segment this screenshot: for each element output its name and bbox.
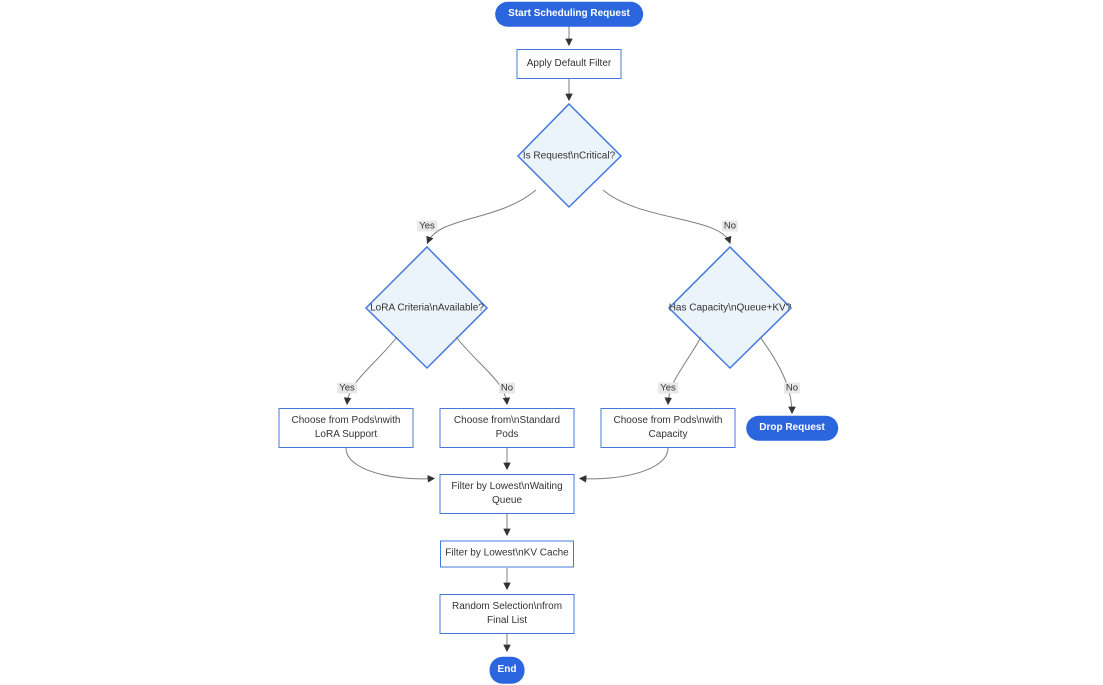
node-end: End xyxy=(489,656,525,684)
edge-critical-yes xyxy=(426,189,537,245)
edge-lora-no xyxy=(455,336,511,406)
node-has-capacity-label: Has Capacity\nQueue+KV? xyxy=(668,302,792,314)
edge-capacity-no xyxy=(759,336,796,415)
node-choose-standard-pods: Choose from\nStandard Pods xyxy=(439,408,575,448)
edge-label-capacity-no: No xyxy=(783,382,801,394)
node-is-critical-label: Is Request\nCritical? xyxy=(522,150,616,162)
decision-diamond-is-critical xyxy=(516,102,623,209)
edge-capacity-pods-to-waiting xyxy=(578,447,669,483)
edge-label-lora-yes: Yes xyxy=(337,382,357,394)
edge-lora-pods-to-waiting xyxy=(345,447,436,483)
node-apply-default-filter: Apply Default Filter xyxy=(516,49,622,79)
node-random-selection: Random Selection\nfrom Final List xyxy=(439,594,575,634)
edge-label-lora-no: No xyxy=(498,382,516,394)
node-filter-waiting-queue: Filter by Lowest\nWaiting Queue xyxy=(439,474,575,514)
edge-critical-no xyxy=(602,189,732,245)
node-drop-request: Drop Request xyxy=(746,415,838,441)
edge-capacity-yes xyxy=(664,336,702,406)
node-choose-capacity-pods: Choose from Pods\nwith Capacity xyxy=(600,408,736,448)
edge-label-critical-yes: Yes xyxy=(417,220,437,232)
node-filter-kv-cache: Filter by Lowest\nKV Cache xyxy=(440,540,574,568)
node-lora-criteria-label: LoRA Criteria\nAvailable? xyxy=(370,302,484,314)
edge-label-capacity-yes: Yes xyxy=(658,382,678,394)
node-start: Start Scheduling Request xyxy=(495,1,643,27)
edge-label-critical-no: No xyxy=(721,220,739,232)
node-choose-lora-pods: Choose from Pods\nwith LoRA Support xyxy=(278,408,414,448)
edge-lora-yes xyxy=(343,336,398,406)
